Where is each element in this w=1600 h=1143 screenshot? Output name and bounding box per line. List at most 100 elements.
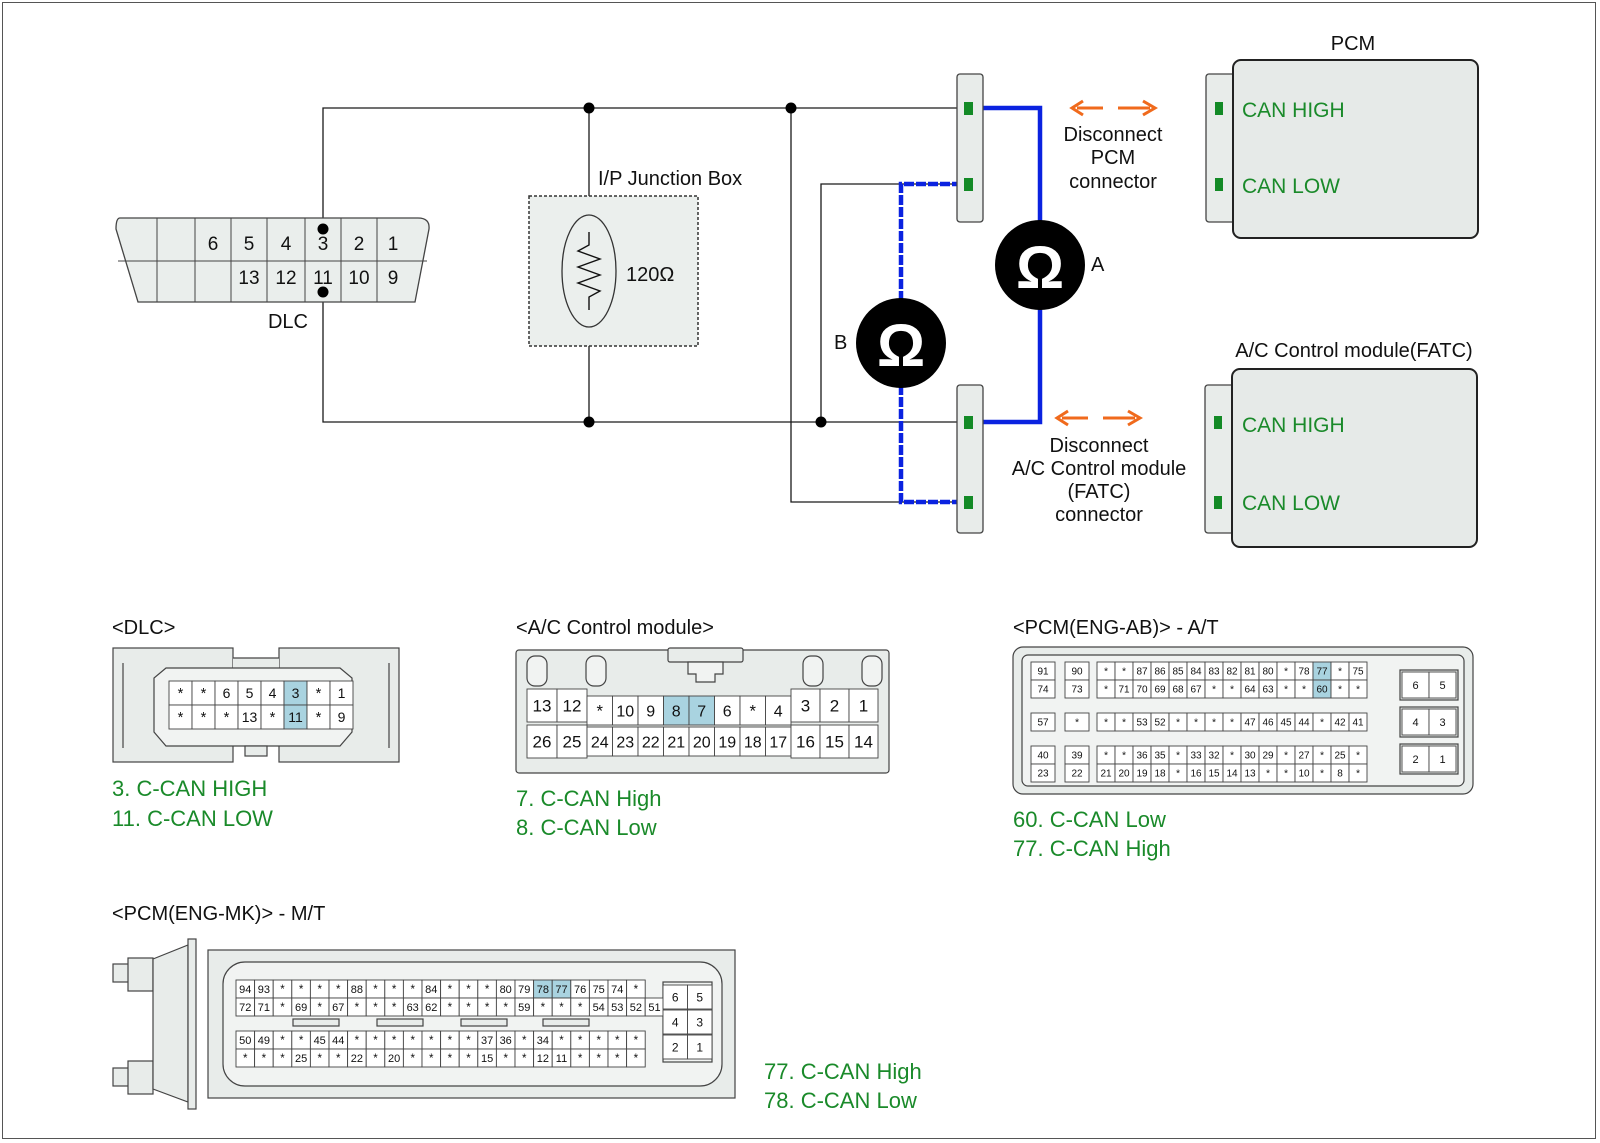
pin-cell: 21 bbox=[663, 726, 690, 757]
svg-text:6: 6 bbox=[1412, 680, 1418, 692]
empty-pin-cell: * bbox=[365, 979, 386, 999]
pin-cell: 5 bbox=[237, 680, 262, 706]
svg-text:*: * bbox=[317, 984, 322, 996]
svg-text:63: 63 bbox=[407, 1002, 419, 1014]
pin-cell: 73 bbox=[1064, 679, 1090, 699]
empty-pin-cell: * bbox=[347, 997, 367, 1017]
empty-pin-cell: * bbox=[440, 979, 460, 999]
pin-cell: 79 bbox=[514, 979, 535, 999]
pin-cell: 72 bbox=[235, 997, 256, 1017]
svg-text:*: * bbox=[1302, 684, 1306, 696]
pin-cell: 8 bbox=[663, 695, 690, 726]
svg-text:91: 91 bbox=[1037, 667, 1049, 678]
svg-text:23: 23 bbox=[1037, 769, 1049, 780]
svg-text:51: 51 bbox=[648, 1002, 660, 1014]
svg-text:*: * bbox=[1338, 684, 1342, 696]
svg-text:79: 79 bbox=[518, 984, 530, 996]
svg-text:27: 27 bbox=[1298, 751, 1310, 762]
pin-cell: 46 bbox=[1258, 712, 1278, 732]
svg-text:*: * bbox=[578, 1053, 583, 1065]
svg-text:25: 25 bbox=[1334, 751, 1346, 762]
pin-cell: 40 bbox=[1030, 745, 1056, 765]
svg-text:*: * bbox=[355, 1035, 360, 1047]
pin-cell: 18 bbox=[739, 726, 766, 757]
pin-cell: 82 bbox=[1222, 661, 1242, 681]
pin-cell: 11 bbox=[551, 1048, 572, 1068]
empty-pin-cell: * bbox=[588, 1048, 609, 1068]
pin-cell: 1 bbox=[329, 680, 354, 706]
empty-pin-cell: * bbox=[1276, 763, 1296, 783]
svg-text:*: * bbox=[280, 1053, 285, 1065]
pin-cell: 25 bbox=[556, 724, 588, 759]
svg-text:(FATC): (FATC) bbox=[1068, 481, 1131, 503]
empty-pin-cell: * bbox=[191, 704, 216, 730]
svg-text:6: 6 bbox=[223, 685, 231, 701]
svg-text:72: 72 bbox=[239, 1002, 251, 1014]
pcm-title: PCM bbox=[1331, 33, 1375, 55]
svg-text:*: * bbox=[262, 1053, 267, 1065]
empty-pin-cell: * bbox=[551, 997, 572, 1017]
pcm-can-low-label: CAN LOW bbox=[1242, 175, 1340, 198]
svg-text:39: 39 bbox=[1071, 751, 1083, 762]
pcm-ab-view-title: <PCM(ENG-AB)> - A/T bbox=[1013, 617, 1219, 639]
empty-pin-cell: * bbox=[570, 1048, 590, 1068]
dlc-pin-bottom: 13 bbox=[238, 268, 259, 289]
pin-cell: 33 bbox=[1186, 745, 1206, 765]
svg-text:*: * bbox=[316, 710, 322, 726]
pin-cell: 63 bbox=[1258, 679, 1278, 699]
svg-text:*: * bbox=[522, 1053, 527, 1065]
svg-text:*: * bbox=[1266, 768, 1270, 780]
svg-text:connector: connector bbox=[1055, 504, 1143, 526]
empty-pin-cell: * bbox=[254, 1048, 274, 1068]
dlc-pin-top: 3 bbox=[318, 234, 329, 255]
svg-text:37: 37 bbox=[481, 1035, 493, 1047]
svg-text:21: 21 bbox=[1100, 769, 1112, 780]
svg-text:76: 76 bbox=[574, 984, 586, 996]
svg-text:67: 67 bbox=[332, 1002, 344, 1014]
svg-text:86: 86 bbox=[1154, 667, 1166, 678]
pcm-can-high-label: CAN HIGH bbox=[1242, 99, 1345, 122]
empty-pin-cell: * bbox=[291, 979, 311, 999]
pin-cell: 75 bbox=[588, 979, 609, 999]
pin-cell: 53 bbox=[1132, 712, 1152, 732]
pin-cell: 20 bbox=[688, 726, 715, 757]
svg-text:41: 41 bbox=[1352, 718, 1364, 729]
empty-pin-cell: * bbox=[1168, 745, 1188, 765]
pin-cell: 1 bbox=[848, 688, 879, 723]
svg-text:18: 18 bbox=[1154, 769, 1166, 780]
resistor-symbol bbox=[575, 232, 603, 310]
pin-cell: 26 bbox=[526, 724, 558, 759]
dlc-pin-bottom: 10 bbox=[348, 268, 369, 289]
svg-text:*: * bbox=[410, 984, 415, 996]
svg-text:16: 16 bbox=[1190, 769, 1202, 780]
svg-text:*: * bbox=[1122, 666, 1126, 678]
empty-pin-cell: * bbox=[402, 979, 423, 999]
empty-pin-cell: * bbox=[440, 997, 460, 1017]
svg-text:*: * bbox=[392, 1002, 397, 1014]
pin-cell: 94 bbox=[235, 979, 256, 999]
svg-text:*: * bbox=[355, 1002, 360, 1014]
svg-text:Disconnect: Disconnect bbox=[1064, 124, 1163, 146]
svg-text:50: 50 bbox=[239, 1035, 251, 1047]
svg-text:53: 53 bbox=[611, 1002, 623, 1014]
svg-text:*: * bbox=[466, 984, 471, 996]
svg-text:connector: connector bbox=[1069, 171, 1157, 193]
svg-text:14: 14 bbox=[1226, 769, 1238, 780]
svg-text:17: 17 bbox=[769, 734, 787, 751]
empty-pin-cell: * bbox=[384, 1030, 404, 1050]
svg-text:71: 71 bbox=[1118, 685, 1130, 696]
svg-text:69: 69 bbox=[295, 1002, 307, 1014]
pin-cell: 50 bbox=[235, 1030, 256, 1050]
ohmmeter-b: Ω B bbox=[834, 298, 946, 388]
pin-cell: 88 bbox=[347, 979, 367, 999]
empty-pin-cell: * bbox=[1294, 679, 1314, 699]
pin-cell: 16 bbox=[1186, 763, 1206, 783]
svg-text:14: 14 bbox=[854, 733, 873, 752]
svg-text:*: * bbox=[448, 984, 453, 996]
svg-text:24: 24 bbox=[591, 734, 609, 751]
pcm-mk-note-can-low: 78. C-CAN Low bbox=[764, 1088, 917, 1113]
svg-text:10: 10 bbox=[616, 703, 634, 720]
harness-connectors bbox=[956, 73, 984, 534]
fatc-disconnect-note: Disconnect A/C Control module (FATC) con… bbox=[1012, 435, 1187, 526]
